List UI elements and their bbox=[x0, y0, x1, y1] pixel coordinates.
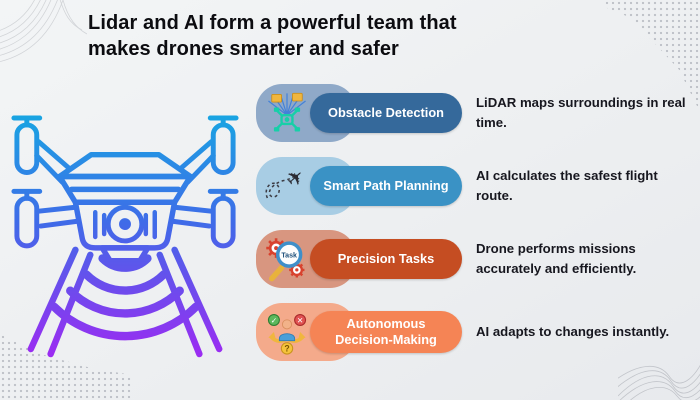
feature-description: AI adapts to changes instantly. bbox=[476, 323, 670, 339]
page-title: Lidar and AI form a powerful team that m… bbox=[88, 12, 457, 61]
feature-pill-label: Smart Path Planning bbox=[323, 178, 449, 193]
flight-path-plane-icon: ✈ bbox=[265, 163, 310, 199]
drone-illustration bbox=[6, 110, 244, 360]
feature-pill: Smart Path Planning bbox=[310, 166, 462, 206]
swirl-lines-decoration-top-left bbox=[0, 0, 87, 62]
feature-pill-label: Obstacle Detection bbox=[328, 105, 444, 120]
task-label: Task bbox=[281, 251, 297, 259]
feature-row-precision-tasks: Task Precision Tasks Drone performs miss… bbox=[256, 230, 688, 288]
decision-person-arrows-icon: ✓ ✕ ? bbox=[267, 314, 307, 355]
feature-pill: Precision Tasks bbox=[310, 239, 462, 279]
features-list: Obstacle Detection LiDAR maps surroundin… bbox=[256, 84, 688, 361]
check-glyph: ✓ bbox=[271, 316, 277, 325]
feature-pill: Autonomous Decision-Making bbox=[310, 311, 462, 353]
feature-row-smart-path-planning: ✈ Smart Path Planning AI calculates the … bbox=[256, 157, 688, 215]
lidar-scan-drone-icon bbox=[268, 92, 306, 132]
cross-glyph: ✕ bbox=[297, 316, 303, 325]
feature-description: AI calculates the safest flight route. bbox=[476, 167, 658, 203]
drone-lidar-icon bbox=[11, 115, 239, 358]
feature-description: LiDAR maps surroundings in real time. bbox=[476, 94, 686, 130]
feature-row-obstacle-detection: Obstacle Detection LiDAR maps surroundin… bbox=[256, 84, 688, 142]
task-magnifier-gears-icon: Task bbox=[266, 238, 305, 282]
feature-description: Drone performs missions accurately and e… bbox=[476, 240, 637, 276]
feature-pill: Obstacle Detection bbox=[310, 93, 462, 133]
question-glyph: ? bbox=[284, 344, 289, 354]
feature-pill-label: Precision Tasks bbox=[337, 251, 435, 266]
feature-row-autonomous-decision-making: ✓ ✕ ? Autonomous Decision-Making AI adap… bbox=[256, 303, 688, 361]
feature-pill-label: Autonomous Decision-Making bbox=[335, 316, 437, 347]
plane-glyph: ✈ bbox=[281, 163, 310, 192]
